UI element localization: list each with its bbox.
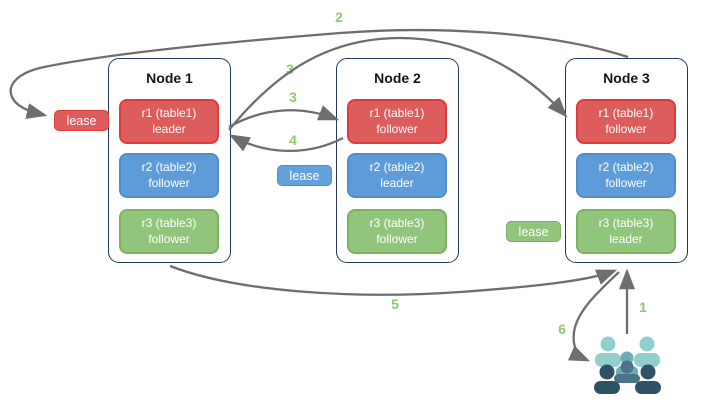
step-label-2: 2: [335, 9, 343, 25]
lease-tag-red: lease: [54, 110, 109, 131]
node-1-replica-r3: r3 (table3) follower: [119, 209, 219, 254]
node-3-replica-r3: r3 (table3) leader: [576, 209, 676, 254]
node-2-box: Node 2 r1 (table1) follower r2 (table2) …: [336, 58, 459, 263]
node-2-title: Node 2: [374, 70, 421, 86]
step-label-4: 4: [289, 132, 297, 148]
replica-role: follower: [605, 121, 647, 136]
replica-role: leader: [380, 175, 414, 190]
replica-name: r2 (table2): [598, 159, 654, 174]
replica-name: r3 (table3): [369, 215, 425, 230]
replica-role: follower: [605, 175, 647, 190]
step-label-3b: 3: [289, 89, 297, 105]
arrow-step-4: [228, 134, 344, 153]
lease-tag-green: lease: [506, 221, 561, 242]
node-1-title: Node 1: [146, 70, 193, 86]
replica-role: follower: [376, 121, 418, 136]
lease-tag-blue: lease: [277, 165, 332, 186]
step-label-1: 1: [639, 299, 647, 315]
replica-role: follower: [148, 231, 190, 246]
replica-role: follower: [148, 175, 190, 190]
node-2-replica-r3: r3 (table3) follower: [347, 209, 447, 254]
replica-name: r1 (table1): [369, 105, 425, 120]
arrow-step-3-short: [228, 105, 340, 128]
step-label-6: 6: [558, 321, 566, 337]
replica-name: r3 (table3): [141, 215, 197, 230]
replica-role: follower: [376, 231, 418, 246]
node-3-title: Node 3: [603, 70, 650, 86]
node-3-box: Node 3 r1 (table1) follower r2 (table2) …: [565, 58, 688, 263]
node-2-replica-r1: r1 (table1) follower: [347, 99, 447, 144]
node-2-replica-r2: r2 (table2) leader: [347, 153, 447, 198]
replica-role: leader: [152, 121, 186, 136]
node-3-replica-r1: r1 (table1) follower: [576, 99, 676, 144]
replica-name: r1 (table1): [598, 105, 654, 120]
step-label-3a: 3: [286, 61, 294, 77]
node-1-replica-r1: r1 (table1) leader: [119, 99, 219, 144]
node-1-replica-r2: r2 (table2) follower: [119, 153, 219, 198]
step-label-5: 5: [391, 296, 399, 312]
replica-name: r3 (table3): [598, 215, 654, 230]
node-3-replica-r2: r2 (table2) follower: [576, 153, 676, 198]
node-1-box: Node 1 r1 (table1) leader r2 (table2) fo…: [108, 58, 231, 263]
replica-name: r2 (table2): [141, 159, 197, 174]
arrow-step-6: [567, 271, 620, 362]
replica-name: r2 (table2): [369, 159, 425, 174]
replica-role: leader: [609, 231, 643, 246]
arrow-step-2: [9, 28, 629, 119]
replica-name: r1 (table1): [141, 105, 197, 120]
users-group-icon: [594, 336, 661, 394]
arrow-step-5: [169, 264, 618, 296]
